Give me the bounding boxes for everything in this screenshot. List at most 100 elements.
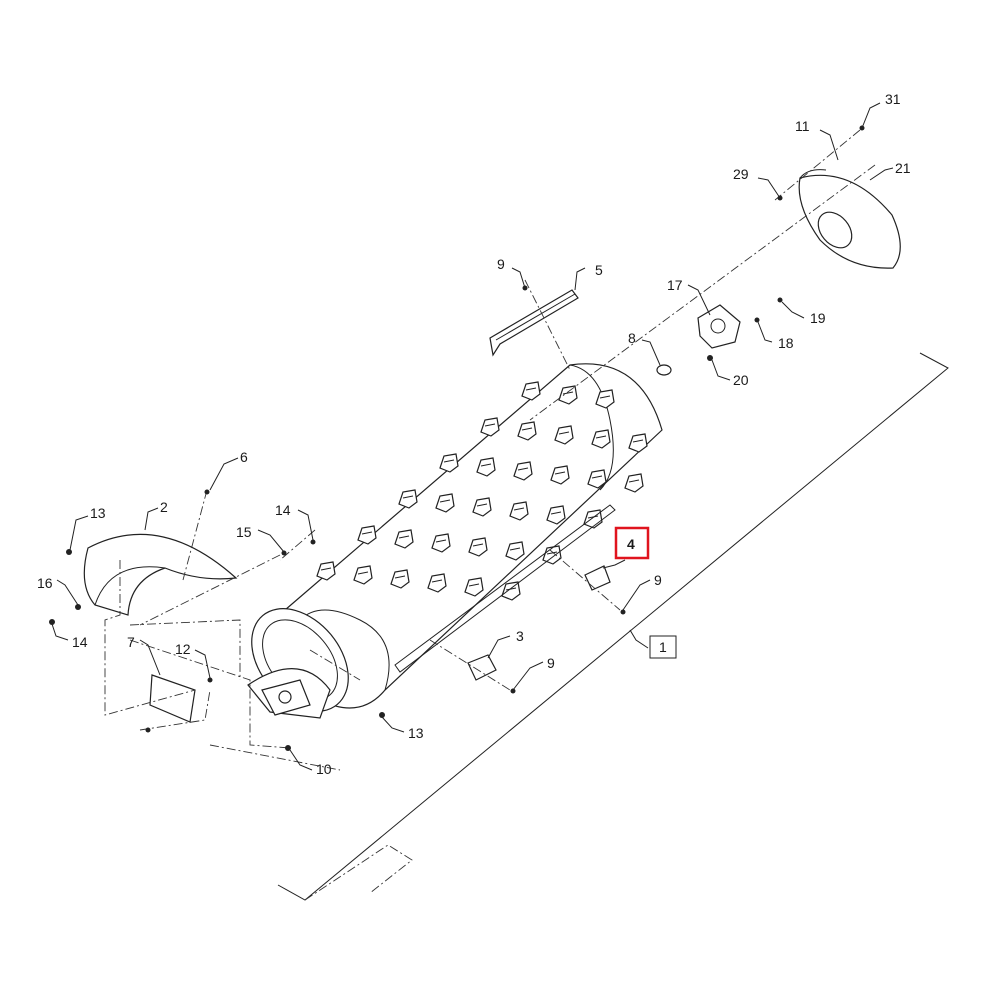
rotor-tooth-edge	[513, 507, 525, 511]
rotor-tooth-edge	[595, 435, 607, 439]
rotor-tooth-edge	[361, 531, 373, 535]
callout-11[interactable]: 11	[795, 118, 810, 134]
rotor-tooth-edge	[435, 539, 447, 543]
rotor-tooth-edge	[468, 583, 480, 587]
assembly-frame-outline	[277, 352, 949, 901]
callout-6[interactable]: 6	[240, 449, 248, 465]
rotor-tooth-edge	[591, 475, 603, 479]
callout-10[interactable]: 10	[316, 761, 332, 777]
rotor-tooth-edge	[505, 587, 517, 591]
rotor-tooth	[353, 565, 373, 585]
rotor-tooth	[439, 453, 459, 473]
part-21-end-disc	[798, 169, 901, 269]
rotor-tooth-edge	[521, 427, 533, 431]
callout-14-top[interactable]: 14	[275, 502, 291, 518]
fasteners	[49, 125, 865, 751]
rotor-tooth	[509, 501, 529, 521]
part-4-bracket	[584, 565, 611, 591]
rotor-tooth	[595, 389, 615, 409]
rotor-tooth	[431, 533, 451, 553]
callout-leaders	[51, 102, 894, 771]
callout-4-highlight-box	[614, 526, 650, 560]
rotor-tooth-edge	[525, 387, 537, 391]
part-2-shield	[83, 533, 238, 616]
callout-15[interactable]: 15	[236, 524, 252, 540]
rotor-tooth-edge	[439, 499, 451, 503]
part-3-bracket	[467, 654, 497, 681]
rotor-tooth	[480, 417, 500, 437]
rotor-tooth-edge	[509, 547, 521, 551]
rotor-tooth-edge	[476, 503, 488, 507]
rotor-tooth-edge	[546, 551, 558, 555]
rotor-tooth-edge	[394, 575, 406, 579]
rotor-tooth-edge	[587, 515, 599, 519]
callout-14-bottom[interactable]: 14	[72, 634, 88, 650]
callout-17[interactable]: 17	[667, 277, 683, 293]
callout-7[interactable]: 7	[127, 634, 135, 650]
rotor-tooth	[390, 569, 410, 589]
rotor-tooth	[501, 581, 521, 601]
callout-5[interactable]: 5	[595, 262, 603, 278]
rotor-tooth	[398, 489, 418, 509]
rotor-tooth-edge	[484, 423, 496, 427]
rotor-tooth-edge	[472, 543, 484, 547]
rotor-tooth	[546, 505, 566, 525]
rotor-tooth	[468, 537, 488, 557]
rotor-tooth-edge	[562, 391, 574, 395]
rotor-tooth	[591, 429, 611, 449]
callout-9-top[interactable]: 9	[497, 256, 505, 272]
rotor-tooth	[472, 497, 492, 517]
callout-19[interactable]: 19	[810, 310, 826, 326]
rotor-tooth	[517, 421, 537, 441]
end-hub-assembly	[247, 668, 331, 719]
part-7-plate	[149, 674, 196, 723]
callout-29[interactable]: 29	[733, 166, 749, 182]
callout-1[interactable]: 1	[659, 639, 667, 655]
callout-1-box	[649, 635, 677, 659]
assembly-centerlines	[104, 129, 876, 771]
drum-wear-strip	[394, 504, 616, 673]
rotor-tooth-edge	[320, 567, 332, 571]
rotor-tooth-edge	[480, 463, 492, 467]
rotor-tooth	[394, 529, 414, 549]
rotor-tooth-edge	[558, 431, 570, 435]
callout-18[interactable]: 18	[778, 335, 794, 351]
rotor-tooth	[476, 457, 496, 477]
callout-labels: 31 11 29 21 9 5 17 19 8 18 20 6 13 2 14 …	[37, 91, 911, 777]
rotor-tooth	[513, 461, 533, 481]
rotor-tooth	[435, 493, 455, 513]
rotor-tooth-edge	[550, 511, 562, 515]
callout-12[interactable]: 12	[175, 641, 191, 657]
rotor-tooth-edge	[431, 579, 443, 583]
callout-13-bottom[interactable]: 13	[408, 725, 424, 741]
rotor-tooth	[628, 433, 648, 453]
callout-4[interactable]: 4	[627, 536, 635, 552]
callout-8[interactable]: 8	[628, 330, 636, 346]
callout-21[interactable]: 21	[895, 160, 911, 176]
callout-9-right[interactable]: 9	[654, 572, 662, 588]
part-17-bearing	[697, 304, 741, 349]
part-5-strip	[489, 289, 579, 357]
rotor-tooth	[316, 561, 336, 581]
callout-31[interactable]: 31	[885, 91, 901, 107]
rotor-tooth-edge	[632, 439, 644, 443]
callout-3[interactable]: 3	[516, 628, 524, 644]
rotor-tooth-edge	[402, 495, 414, 499]
rotor-tooth	[550, 465, 570, 485]
rotor-tooth	[505, 541, 525, 561]
rotor-tooth	[554, 425, 574, 445]
rotor-tooth-edge	[357, 571, 369, 575]
callout-13-left[interactable]: 13	[90, 505, 106, 521]
rotor-tooth-edge	[398, 535, 410, 539]
rotor-tooth-edge	[599, 395, 611, 399]
rotor-tooth	[558, 385, 578, 405]
callout-20[interactable]: 20	[733, 372, 749, 388]
rotor-tooth-edge	[443, 459, 455, 463]
callout-16[interactable]: 16	[37, 575, 53, 591]
callout-9-bottom[interactable]: 9	[547, 655, 555, 671]
rotor-tooth	[587, 469, 607, 489]
rotor-tooth-edge	[628, 479, 640, 483]
callout-2[interactable]: 2	[160, 499, 168, 515]
rotor-tooth	[427, 573, 447, 593]
